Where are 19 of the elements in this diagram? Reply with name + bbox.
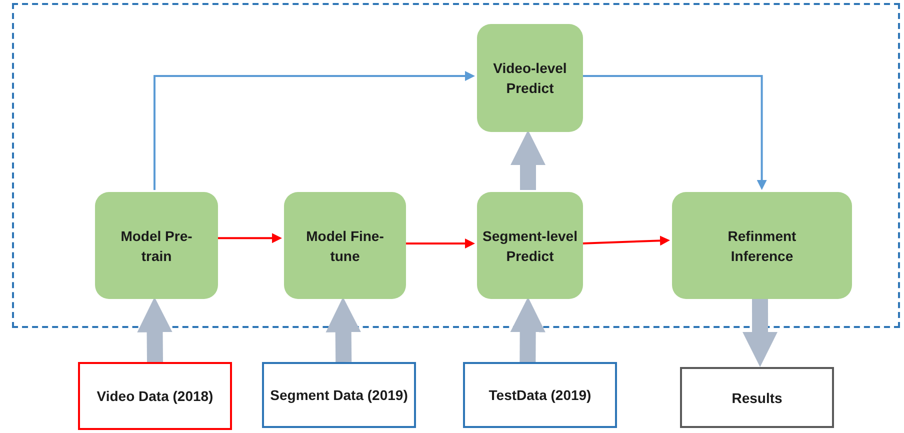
input-box [262,362,416,428]
process-box [95,192,218,299]
process-box [477,24,583,132]
node-label: Model Pre-train [120,226,194,266]
node-label: Model Fine-tune [305,226,385,266]
node-label: Segment-level Predict [482,226,578,266]
process-box [672,192,852,299]
node-label: Segment Data (2019) [269,386,409,405]
node-label: TestData (2019) [488,386,592,405]
input-box [680,367,834,428]
process-box [477,192,583,299]
input-box [463,362,617,428]
node-label: Video-level Predict [492,59,568,98]
node-label: Video Data (2018) [96,387,214,406]
dashed-boundary [12,3,900,328]
process-box [284,192,406,299]
node-label: Results [730,388,784,408]
input-box [78,362,232,430]
node-label: Refinment Inference [726,226,798,266]
